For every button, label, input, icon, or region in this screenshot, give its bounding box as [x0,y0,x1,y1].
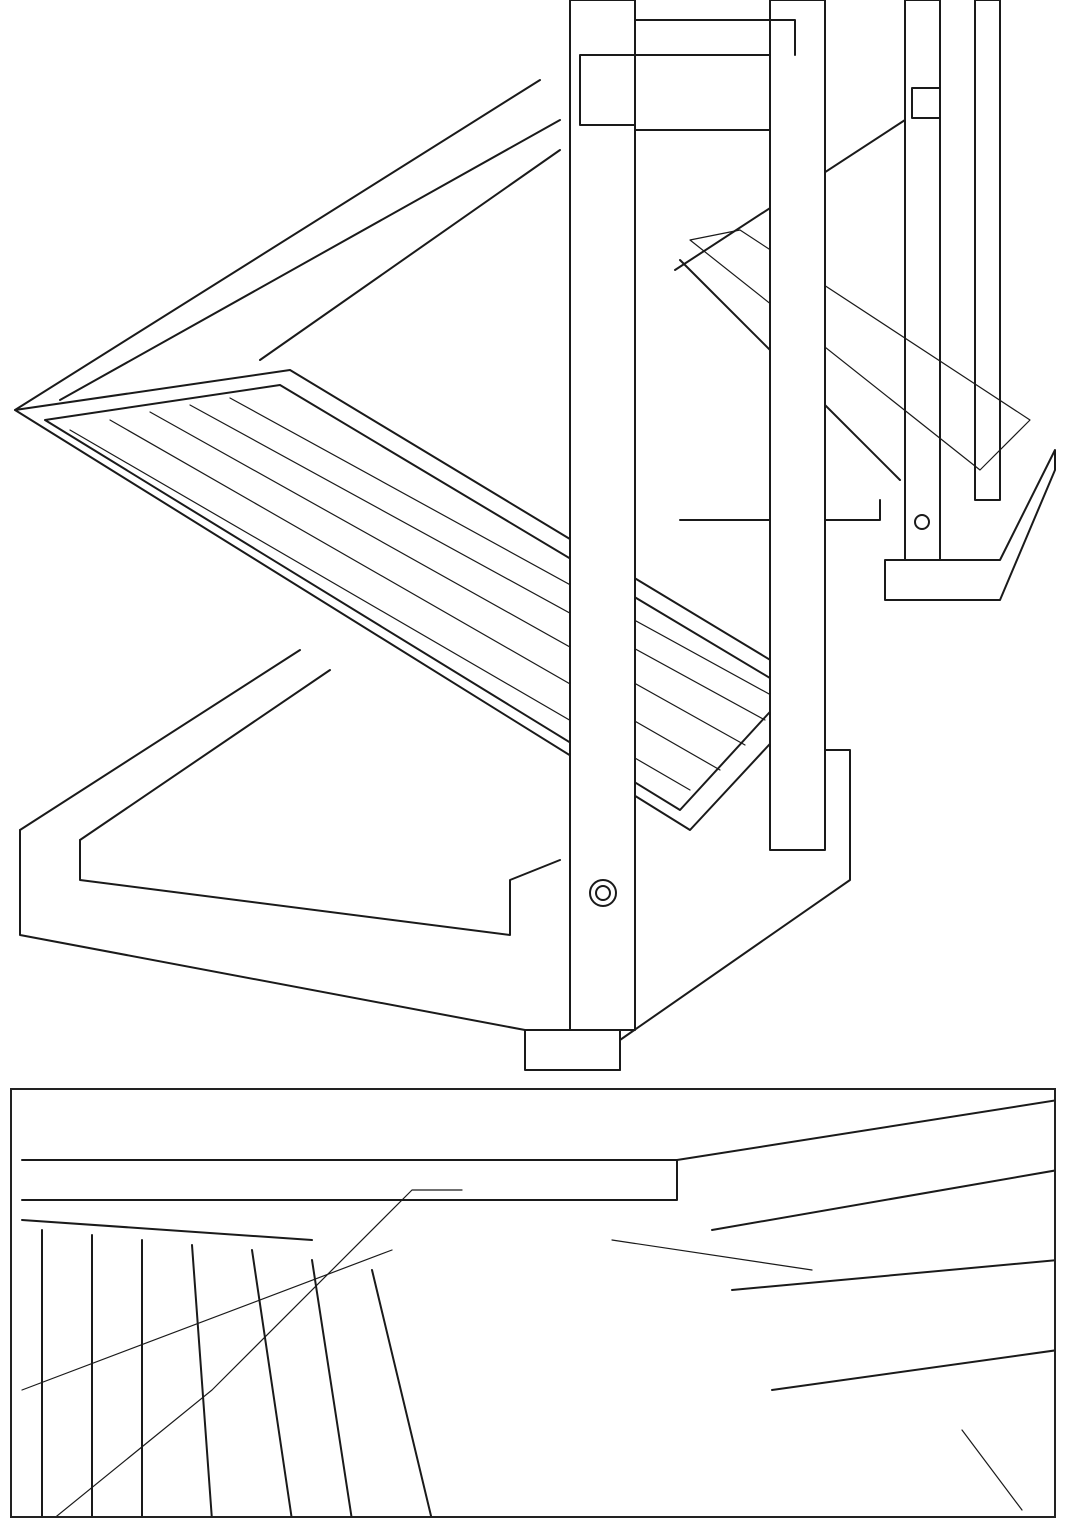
illustration-panel-top [14,0,1056,1071]
illustration-panel-bottom [10,1088,1056,1518]
frame-structure-drawing [14,0,1056,1071]
base-platform [19,649,851,1071]
closeup-drawing [21,1099,1054,1516]
closeup-frame [21,1099,1054,1516]
bolt-icon [589,879,617,907]
tilted-board [14,79,821,831]
upright-posts [569,0,826,1031]
